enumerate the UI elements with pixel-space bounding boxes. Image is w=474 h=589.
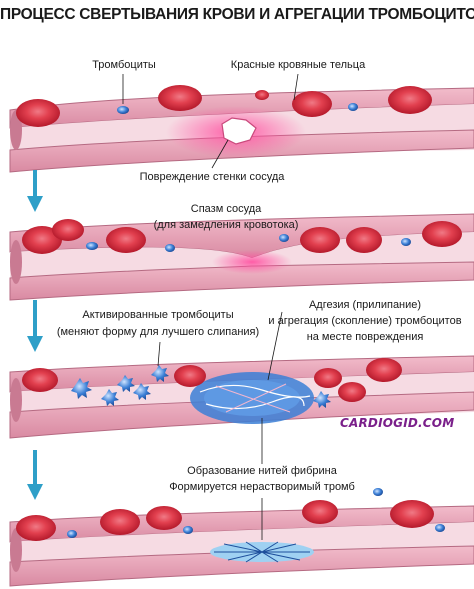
red-blood-cell: [22, 226, 62, 254]
leader-lines-stage-3: [157, 311, 283, 464]
platelets-stage-4: [67, 488, 445, 538]
red-blood-cell: [16, 515, 56, 541]
platelet: [165, 244, 175, 252]
platelet-aggregate: [190, 372, 314, 424]
red-blood-cell: [314, 368, 342, 388]
red-blood-cell: [300, 227, 340, 253]
activated-platelet: [133, 383, 151, 400]
label-adhesion-line-2: и агрегация (скопление) тромбоцитов: [268, 315, 462, 327]
label-adhesion-line-3: на месте повреждения: [306, 331, 424, 343]
red-blood-cell: [390, 500, 434, 528]
label-platelets: Тромбоциты: [92, 59, 156, 71]
label-activated-title: Активированные тромбоциты: [82, 309, 234, 321]
fibrin-clot: [210, 541, 314, 563]
label-spasm-title: Спазм сосуда: [190, 203, 262, 215]
platelet: [117, 106, 129, 114]
activated-platelets: [71, 365, 331, 408]
platelet: [373, 488, 383, 496]
red-blood-cells-stage-2: [22, 219, 462, 254]
red-blood-cell: [302, 500, 338, 524]
red-blood-cell: [16, 99, 60, 127]
red-blood-cell: [366, 358, 402, 382]
red-blood-cell: [388, 86, 432, 114]
red-blood-cell: [346, 227, 382, 253]
red-blood-cell: [146, 506, 182, 530]
platelet: [401, 238, 411, 246]
red-blood-cell: [22, 368, 58, 392]
red-blood-cell: [52, 219, 84, 241]
activated-platelet: [117, 375, 135, 392]
red-blood-cell: [158, 85, 202, 111]
vessel-stage-1: [9, 87, 474, 173]
activated-platelet: [151, 365, 169, 382]
label-spasm-note: (для замедления кровотока): [153, 219, 299, 231]
platelets-stage-1: [117, 103, 358, 114]
leader-lines-stage-1: [122, 73, 299, 169]
red-blood-cell: [106, 227, 146, 253]
red-blood-cell: [422, 221, 462, 247]
label-wall-damage: Повреждение стенки сосуда: [139, 171, 285, 183]
activated-platelet: [101, 389, 119, 406]
label-fibrin-note: Формируется нерастворимый тромб: [169, 481, 355, 493]
platelet: [348, 103, 358, 111]
red-blood-cell: [338, 382, 366, 402]
platelet: [86, 242, 98, 250]
label-fibrin-title: Образование нитей фибрина: [187, 465, 337, 477]
platelet: [67, 530, 77, 538]
red-blood-cells-stage-4: [16, 500, 434, 541]
red-blood-cell: [174, 365, 206, 387]
red-blood-cell: [292, 91, 332, 117]
red-blood-cell: [100, 509, 140, 535]
watermark-logo: CARDIOGID.COM: [340, 416, 455, 430]
red-blood-cell: [255, 90, 269, 100]
red-blood-cells-stage-1: [16, 85, 432, 127]
platelets-stage-2: [86, 234, 411, 252]
platelet: [183, 526, 193, 534]
red-blood-cells-stage-3: [22, 358, 402, 402]
platelet: [435, 524, 445, 532]
activated-platelet: [71, 378, 92, 399]
activated-platelet: [313, 391, 331, 408]
label-adhesion-line-1: Адгезия (прилипание): [308, 299, 422, 311]
page-title: ПРОЦЕСС СВЕРТЫВАНИЯ КРОВИ И АГРЕГАЦИИ ТР…: [0, 6, 474, 23]
label-activated-note: (меняют форму для лучшего слипания): [56, 326, 260, 338]
label-red-cells: Красные кровяные тельца: [230, 59, 366, 71]
platelet: [279, 234, 289, 242]
